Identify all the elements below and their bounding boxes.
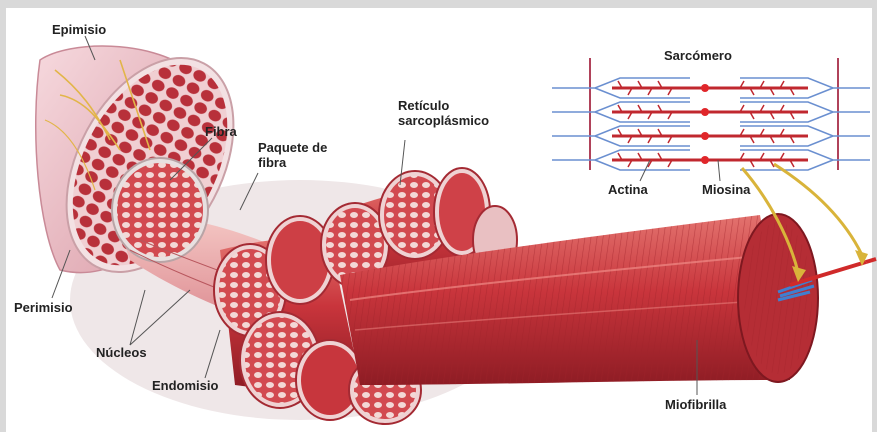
label-paquete-de-fibra: Paquete de fibra: [258, 140, 348, 170]
label-actina: Actina: [608, 182, 648, 197]
label-endomisio: Endomisio: [152, 378, 218, 393]
label-fibra: Fibra: [205, 124, 237, 139]
label-miosina: Miosina: [702, 182, 750, 197]
label-nucleos: Núcleos: [96, 345, 147, 360]
label-miofibrilla: Miofibrilla: [665, 397, 726, 412]
sarcomero-schematic: [552, 58, 870, 170]
label-reticulo-sarcoplasmico: Retículo sarcoplásmico: [398, 98, 508, 128]
label-epimisio: Epimisio: [52, 22, 106, 37]
label-perimisio: Perimisio: [14, 300, 73, 315]
label-sarcomero: Sarcómero: [664, 48, 732, 63]
